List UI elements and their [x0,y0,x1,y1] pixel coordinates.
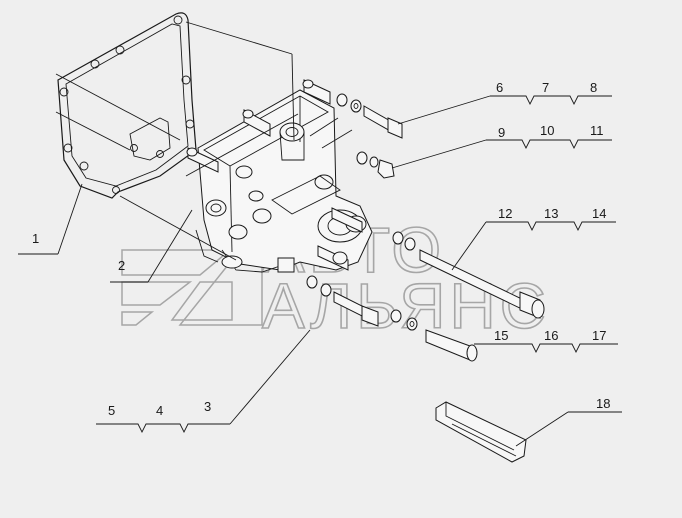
label-part-17: 17 [592,328,606,343]
gasket-part-1 [57,12,197,199]
label-part-9: 9 [498,125,505,140]
label-part-15: 15 [494,328,508,343]
filter-element-part-18 [435,401,527,463]
label-part-6: 6 [496,80,503,95]
label-part-7: 7 [542,80,549,95]
oil-filter-housing [186,79,373,273]
label-part-5: 5 [108,403,115,418]
nut-group-9-11 [356,151,395,179]
bolt-group-15-17 [390,309,478,362]
label-part-2: 2 [118,258,125,273]
leader-lines [18,21,622,447]
label-part-3: 3 [204,399,211,414]
label-part-12: 12 [498,206,512,221]
label-part-14: 14 [592,206,606,221]
label-part-13: 13 [544,206,558,221]
part-number-labels: 1 2 3 4 5 6 7 8 9 10 11 12 13 14 15 16 1… [32,80,610,418]
label-part-11: 11 [590,123,604,138]
bolt-group-12-14 [392,231,545,319]
label-part-1: 1 [32,231,39,246]
label-part-16: 16 [544,328,558,343]
bolt-group-3-5 [306,275,379,327]
label-part-4: 4 [156,403,163,418]
bolt-group-6-8 [336,93,403,139]
label-part-10: 10 [540,123,554,138]
label-part-18: 18 [596,396,610,411]
label-part-8: 8 [590,80,597,95]
